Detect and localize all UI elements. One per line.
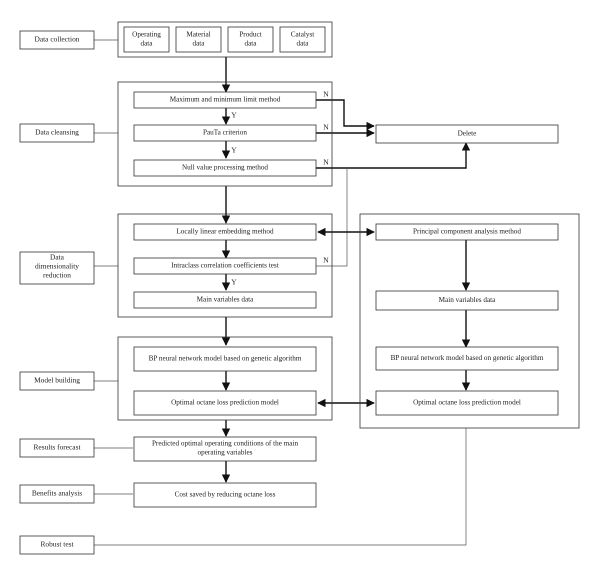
no-label-icc: N xyxy=(323,256,329,265)
stage-data-cleansing-label: Data cleansing xyxy=(35,128,79,137)
box-forecast xyxy=(133,436,317,462)
result-boxes: Predicted optimal operating conditions o… xyxy=(133,436,317,508)
box-benefits xyxy=(133,482,317,508)
stage-robust-test xyxy=(19,535,95,555)
box-robust-bp-ga xyxy=(375,346,559,371)
box-operating-data-line-2: data xyxy=(141,40,154,48)
box-main-variables xyxy=(133,291,317,309)
model-boxes: BP neural network model based on genetic… xyxy=(133,346,317,416)
box-forecast-line-1: Predicted optimal operating conditions o… xyxy=(152,440,299,448)
robust-boxes: Principal component analysis method Main… xyxy=(375,223,559,416)
frame-reduction xyxy=(117,213,333,318)
box-lle xyxy=(133,223,317,241)
stage-reduction-line-2: dimensionality xyxy=(35,262,79,271)
box-product-data-line-1: Product xyxy=(239,31,261,39)
frame-robust-test xyxy=(359,213,580,429)
box-material-data-line-1: Material xyxy=(186,31,210,39)
stage-model-building xyxy=(19,371,95,391)
box-catalyst-data xyxy=(279,26,326,53)
stage-data-dimensionality-reduction xyxy=(19,251,95,285)
box-pca xyxy=(375,223,559,241)
link-robust-test xyxy=(94,428,467,546)
box-optimal-model xyxy=(133,390,317,416)
box-icc xyxy=(133,257,317,275)
frame-cleansing xyxy=(117,81,333,187)
box-catalyst-data-line-2: data xyxy=(297,40,310,48)
stage-robust-test-label: Robust test xyxy=(40,540,74,549)
frame-model-building xyxy=(117,336,333,421)
stage-labels: Data collection Data cleansing Data dime… xyxy=(19,30,95,555)
box-delete xyxy=(375,124,559,144)
box-optimal-model-label: Optimal octane loss prediction model xyxy=(171,399,279,407)
frame-collection xyxy=(117,21,333,58)
connectors xyxy=(94,39,471,546)
yes-label-pauta: Y xyxy=(231,146,237,155)
box-operating-data-line-1: Operating xyxy=(132,31,161,39)
box-forecast-line-2: operating variables xyxy=(198,449,253,457)
reduction-boxes: Locally linear embedding method Intracla… xyxy=(133,223,317,309)
box-pca-label: Principal component analysis method xyxy=(413,228,521,236)
box-product-data xyxy=(227,26,274,53)
stage-results-forecast xyxy=(19,438,95,458)
yes-label-maxmin: Y xyxy=(231,111,237,120)
no-label-pauta: N xyxy=(323,123,329,132)
stage-benefits-analysis xyxy=(19,484,95,504)
arrow-maxmin-n-to-delete xyxy=(316,99,375,131)
box-bp-ga-label: BP neural network model based on genetic… xyxy=(149,355,302,363)
box-bp-ga xyxy=(133,346,317,372)
box-max-min-limit xyxy=(133,91,317,109)
box-material-data xyxy=(175,26,222,53)
stage-data-cleansing xyxy=(19,123,95,143)
no-label-maxmin: N xyxy=(323,90,329,99)
box-pauta-criterion-label: PauTa criterion xyxy=(203,129,247,137)
stage-reduction-line-3: reduction xyxy=(43,271,71,280)
box-null-value-label: Null value processing method xyxy=(182,164,268,172)
box-null-value xyxy=(133,159,317,177)
stage-model-building-label: Model building xyxy=(34,376,80,385)
box-delete-label: Delete xyxy=(458,130,477,138)
arrow-icc-n-loop xyxy=(316,168,348,267)
decision-labels: Y Y Y N N N N xyxy=(231,90,329,287)
box-benefits-label: Cost saved by reducing octane loss xyxy=(175,491,276,499)
box-max-min-limit-label: Maximum and minimum limit method xyxy=(170,96,281,104)
stage-results-forecast-label: Results forecast xyxy=(34,443,82,452)
stage-benefits-analysis-label: Benefits analysis xyxy=(32,489,82,498)
stage-data-collection-label: Data collection xyxy=(35,35,80,44)
box-main-variables-label: Main variables data xyxy=(197,296,254,304)
box-robust-optimal-model xyxy=(375,390,559,416)
box-product-data-line-2: data xyxy=(245,40,258,48)
box-robust-bp-ga-label: BP neural network model based on genetic… xyxy=(391,354,544,362)
box-lle-label: Locally linear embedding method xyxy=(176,228,274,236)
box-material-data-line-2: data xyxy=(193,40,206,48)
stage-reduction-line-1: Data xyxy=(50,253,65,262)
collection-boxes: Operating data Material data Product dat… xyxy=(123,26,326,53)
box-catalyst-data-line-1: Catalyst xyxy=(291,31,315,39)
box-robust-main-variables xyxy=(375,290,559,311)
box-robust-main-variables-label: Main variables data xyxy=(439,296,496,304)
arrow-null-n-to-delete xyxy=(316,142,471,169)
no-label-null: N xyxy=(323,158,329,167)
box-icc-label: Intraclass correlation coefficients test xyxy=(171,262,278,270)
box-robust-optimal-model-label: Optimal octane loss prediction model xyxy=(413,399,521,407)
yes-label-icc: Y xyxy=(231,278,237,287)
stage-data-collection xyxy=(19,30,95,50)
box-pauta-criterion xyxy=(133,124,317,142)
cleansing-boxes: Maximum and minimum limit method PauTa c… xyxy=(133,91,559,177)
box-operating-data xyxy=(123,26,170,53)
